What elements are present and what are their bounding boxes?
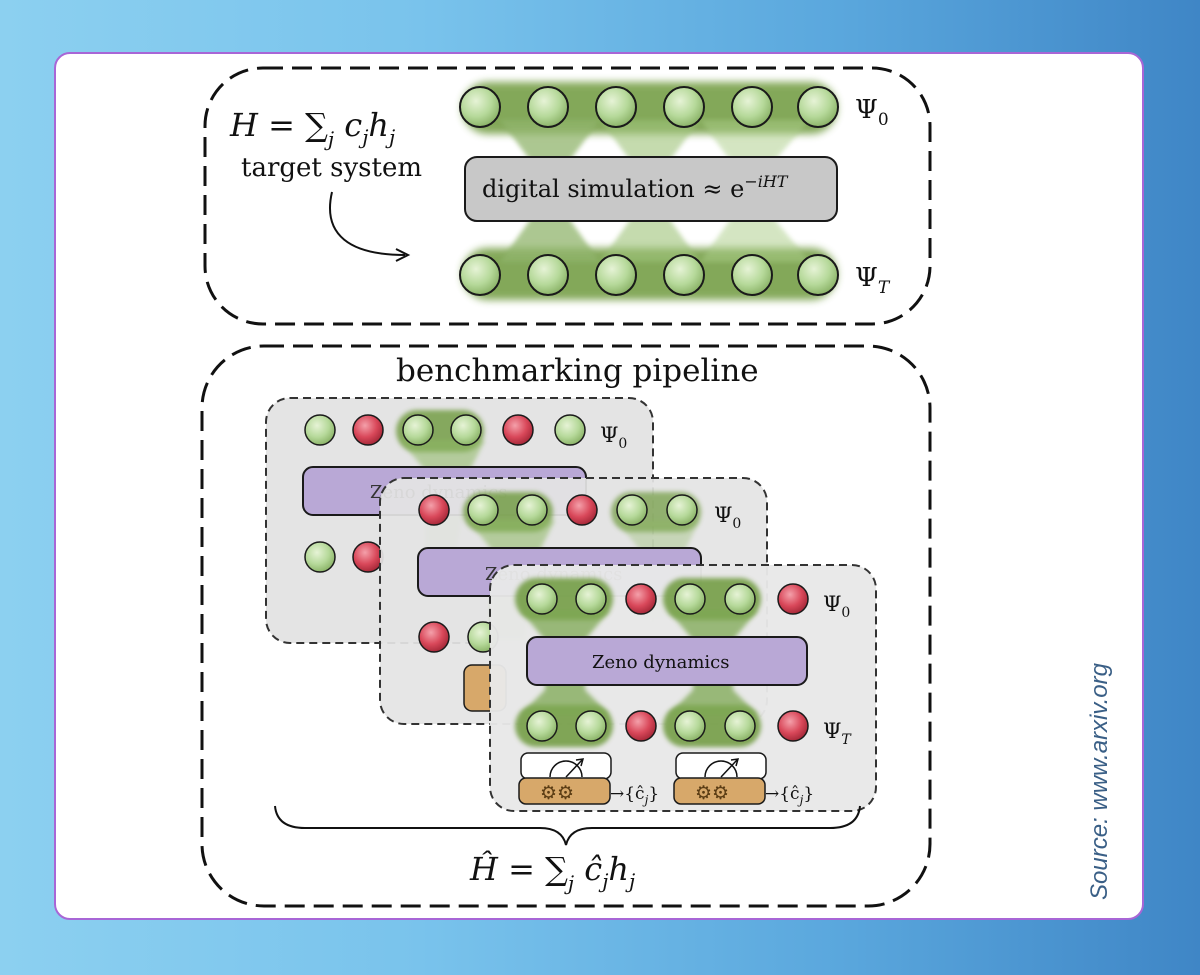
qubit bbox=[467, 494, 499, 526]
psi-initial-label: Ψ0 bbox=[600, 423, 627, 452]
psi-initial-label: Ψ0 bbox=[823, 592, 850, 621]
qubit bbox=[402, 414, 434, 446]
gear-icon: ⚙⚙ bbox=[540, 782, 574, 804]
qubit bbox=[616, 494, 648, 526]
qubit bbox=[352, 541, 384, 573]
top-qubit-row-initial bbox=[459, 86, 839, 128]
qubit bbox=[731, 254, 773, 296]
coefficient-output: →{ĉj} bbox=[765, 784, 814, 807]
psi-final-label: ΨT bbox=[855, 263, 891, 298]
hamiltonian-formula: H = ∑j cjhj bbox=[229, 106, 395, 151]
qubit bbox=[575, 583, 607, 615]
qubit bbox=[674, 710, 706, 742]
qubit bbox=[595, 254, 637, 296]
source-credit: Source: www.arxiv.org bbox=[1086, 663, 1113, 900]
measurement-unit-1: ⚙⚙ →{ĉj} bbox=[518, 752, 659, 807]
qubit bbox=[502, 414, 534, 446]
qubit bbox=[304, 414, 336, 446]
psi-initial-label: Ψ0 bbox=[714, 503, 741, 532]
arrow-head bbox=[395, 248, 411, 262]
gear-icon: ⚙⚙ bbox=[695, 782, 729, 804]
top-panel-border bbox=[203, 66, 932, 326]
qubit bbox=[674, 583, 706, 615]
target-system-label: target system bbox=[241, 153, 422, 183]
qubit bbox=[418, 494, 450, 526]
psi-final-label: ΨT bbox=[823, 719, 852, 748]
qubit bbox=[663, 86, 705, 128]
qubit bbox=[666, 494, 698, 526]
curly-brace bbox=[274, 805, 861, 846]
qubit bbox=[663, 254, 705, 296]
gear-box bbox=[673, 777, 766, 805]
qubit bbox=[777, 710, 809, 742]
qubit bbox=[459, 86, 501, 128]
qubit bbox=[575, 710, 607, 742]
qubit bbox=[527, 86, 569, 128]
qubit bbox=[724, 583, 756, 615]
qubit bbox=[595, 86, 637, 128]
zeno-box bbox=[526, 636, 808, 686]
benchmarking-pipeline-title: benchmarking pipeline bbox=[396, 353, 759, 389]
digital-simulation-label: digital simulation ≈ e−iHT bbox=[482, 172, 789, 203]
psi-initial-label: Ψ0 bbox=[855, 95, 889, 130]
qubit bbox=[724, 710, 756, 742]
qubit bbox=[625, 710, 657, 742]
curved-arrow bbox=[329, 191, 406, 256]
meter-icon bbox=[520, 752, 612, 780]
qubit bbox=[516, 494, 548, 526]
qubit bbox=[526, 583, 558, 615]
top-qubit-row-final bbox=[459, 254, 839, 296]
qubit bbox=[450, 414, 482, 446]
qubit bbox=[625, 583, 657, 615]
bottom-panel-border bbox=[200, 344, 932, 908]
qubit bbox=[527, 254, 569, 296]
qubit bbox=[352, 414, 384, 446]
coefficient-output: →{ĉj} bbox=[610, 784, 659, 807]
estimated-hamiltonian-formula: Ĥ = ∑j ĉjhj bbox=[469, 850, 635, 895]
zeno-label: Zeno dynamics bbox=[592, 652, 729, 673]
qubit bbox=[459, 254, 501, 296]
qubit bbox=[777, 583, 809, 615]
qubit bbox=[797, 86, 839, 128]
meter-icon bbox=[675, 752, 767, 780]
digital-simulation-box bbox=[464, 156, 838, 222]
qubit bbox=[304, 541, 336, 573]
qubit bbox=[554, 414, 586, 446]
qubit bbox=[566, 494, 598, 526]
gear-box bbox=[518, 777, 611, 805]
qubit bbox=[797, 254, 839, 296]
qubit bbox=[418, 621, 450, 653]
qubit bbox=[731, 86, 773, 128]
measurement-unit-2: ⚙⚙ →{ĉj} bbox=[673, 752, 814, 807]
pipeline-card-3: Zeno dynamics Ψ0 ΨT ⚙⚙ →{ĉj} ⚙⚙ →{ĉj} bbox=[489, 564, 877, 812]
qubit bbox=[526, 710, 558, 742]
